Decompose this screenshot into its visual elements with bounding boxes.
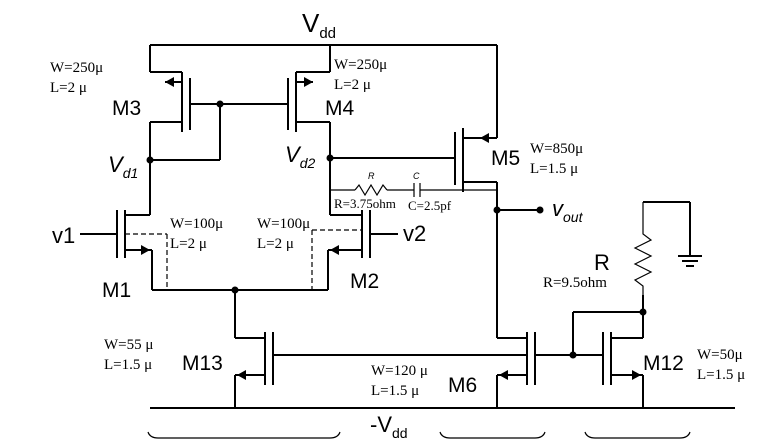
m6-name: M6 [448, 374, 477, 397]
m3-transistor [149, 62, 221, 160]
m2-transistor [311, 210, 398, 290]
m2-length: L=2 μ [257, 236, 294, 252]
vd2-label: Vd2 [285, 142, 315, 171]
bias-r-symbol: R [594, 250, 610, 275]
m4-transistor [220, 45, 331, 132]
vd1-node [146, 156, 154, 164]
m5-length: L=1.5 μ [530, 161, 578, 177]
m2-name: M2 [350, 270, 379, 293]
m4-name: M4 [325, 97, 354, 120]
m12-width: W=50μ [697, 347, 743, 363]
mirror-gate-node [216, 100, 224, 108]
m12-name: M12 [643, 352, 684, 375]
m13-name: M13 [182, 352, 223, 375]
m5-name: M5 [491, 147, 520, 170]
m1-width: W=100μ [170, 216, 223, 232]
comp-r-symbol: R [368, 171, 375, 181]
comp-r-value: R=3.75ohm [334, 196, 396, 211]
m13-transistor [234, 332, 274, 408]
v1-label: v1 [52, 223, 75, 248]
ground-icon [678, 255, 702, 267]
m2-width: W=100μ [257, 216, 310, 232]
m6-width: W=120 μ [371, 363, 428, 379]
m1-length: L=2 μ [170, 236, 207, 252]
m4-length: L=2 μ [334, 77, 371, 93]
bottom-braces [147, 431, 691, 439]
m6-length: L=1.5 μ [371, 383, 419, 399]
m13-width: W=55 μ [104, 337, 153, 353]
m12-transistor [572, 295, 644, 408]
comp-c-value: C=2.5pf [408, 198, 452, 213]
m4-width: W=250μ [334, 57, 387, 73]
vout-label: vout [552, 196, 584, 225]
m3-width: W=250μ [50, 60, 103, 76]
m3-length: L=2 μ [50, 80, 87, 96]
m3-name: M3 [112, 97, 141, 120]
vdd-label: Vdd [302, 8, 336, 42]
m5-transistor [330, 128, 497, 192]
m13-length: L=1.5 μ [104, 357, 152, 373]
bias-r-value: R=9.5ohm [543, 275, 607, 291]
comp-c-symbol: C [413, 171, 420, 181]
m1-transistor [80, 210, 168, 290]
m6-transistor [496, 332, 573, 408]
compensation-network [330, 183, 497, 197]
bias-resistor [633, 201, 691, 295]
m12-drain-node [639, 308, 647, 316]
m5-width: W=850μ [530, 141, 583, 157]
vout-terminal [536, 206, 544, 214]
vd1-label: Vd1 [108, 152, 138, 181]
m12-length: L=1.5 μ [697, 367, 745, 383]
v2-label: v2 [403, 221, 426, 246]
vss-label: -Vdd [370, 412, 408, 441]
m1-name: M1 [102, 279, 131, 302]
